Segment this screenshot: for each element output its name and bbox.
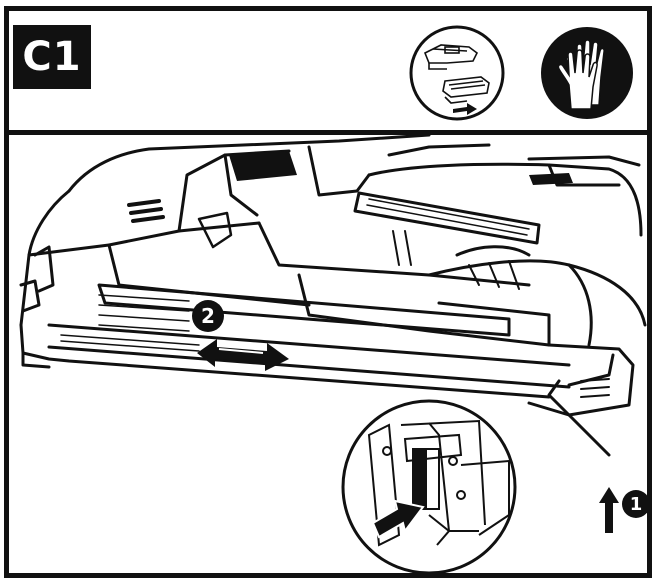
arrow-up-icon <box>599 487 619 533</box>
double-arrow-icon <box>197 339 289 371</box>
svg-text:2: 2 <box>201 304 215 328</box>
svg-text:1: 1 <box>630 494 643 515</box>
step-label: C1 <box>13 25 91 89</box>
tool-slide-preview-icon <box>409 25 505 121</box>
gloves-icon <box>541 27 633 119</box>
push-arrow-icon <box>371 499 425 539</box>
callout-1: 1 <box>622 490 647 518</box>
nailer-line-drawing <box>19 135 647 573</box>
callout-2: 2 <box>192 300 224 332</box>
panel-header: C1 <box>9 11 647 135</box>
instruction-panel: C1 <box>4 6 652 578</box>
nailer-magazine-diagram: 2 1 <box>9 135 647 573</box>
